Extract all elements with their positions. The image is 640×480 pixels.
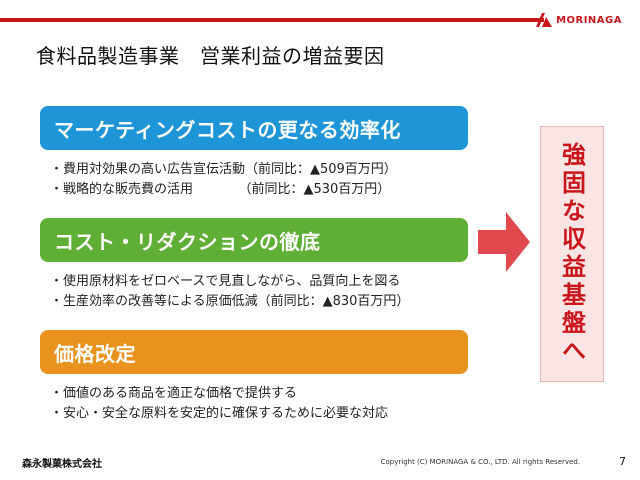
list-item: ・価値のある商品を適正な価格で提供する bbox=[50, 386, 298, 401]
footer-company-name: 森永製菓株式会社 bbox=[22, 459, 102, 470]
section-heading-price-revision: 価格改定 bbox=[40, 330, 468, 374]
bullet-list-cost-reduction: ・使用原材料をゼロベースで見直しながら、品質向上を図る ・生産効率の改善等による… bbox=[50, 272, 409, 312]
copyright-notice: Copyright (C) MORINAGA & CO., LTD. All r… bbox=[380, 458, 580, 466]
bullet-list-marketing: ・費用対効果の高い広告宣伝活動（前同比：▲509百万円） ・戦略的な販売費の活用… bbox=[50, 160, 397, 200]
list-item: ・生産効率の改善等による原価低減（前同比：▲830百万円） bbox=[50, 294, 410, 309]
right-arrow-icon bbox=[478, 212, 530, 272]
list-item: ・戦略的な販売費の活用 （前同比：▲530百万円） bbox=[50, 182, 391, 197]
page-number: 7 bbox=[619, 455, 626, 468]
conclusion-box: 強固な収益基盤へ bbox=[540, 126, 604, 382]
conclusion-text: 強固な収益基盤へ bbox=[557, 142, 586, 366]
header-rule bbox=[0, 18, 544, 22]
list-item: ・費用対効果の高い広告宣伝活動（前同比：▲509百万円） bbox=[50, 162, 397, 177]
page-title: 食料品製造事業 営業利益の増益要因 bbox=[36, 44, 385, 68]
section-heading-cost-reduction: コスト・リダクションの徹底 bbox=[40, 218, 468, 262]
section-heading-marketing: マーケティングコストの更なる効率化 bbox=[40, 106, 468, 150]
list-item: ・安心・安全な原料を安定的に確保するために必要な対応 bbox=[50, 406, 389, 421]
brand-logo: MORINAGA bbox=[536, 12, 622, 28]
list-item: ・使用原材料をゼロベースで見直しながら、品質向上を図る bbox=[50, 274, 401, 289]
morinaga-angel-mark-icon bbox=[536, 13, 553, 27]
bullet-list-price-revision: ・価値のある商品を適正な価格で提供する ・安心・安全な原料を安定的に確保するため… bbox=[50, 384, 388, 424]
logo-text: MORINAGA bbox=[556, 14, 622, 26]
